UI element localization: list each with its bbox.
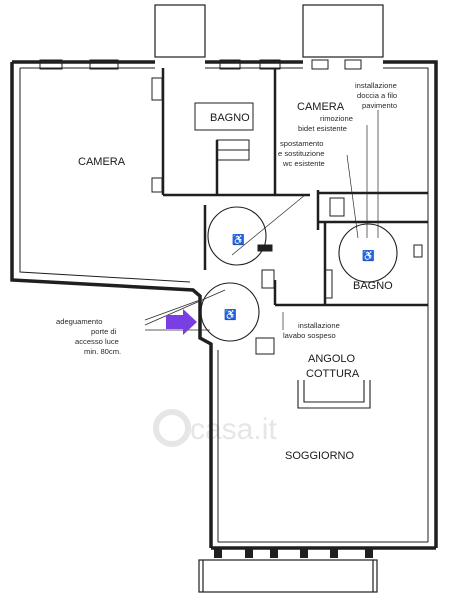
svg-text:installazione: installazione [298, 321, 340, 330]
outer-walls-inner [19, 67, 429, 543]
svg-text:spostamento: spostamento [280, 139, 323, 148]
svg-text:e sostituzione: e sostituzione [278, 149, 324, 158]
svg-text:wc esistente: wc esistente [282, 159, 325, 168]
room-bagno-right: BAGNO [353, 280, 393, 292]
note-wc: spostamento e sostituzione wc esistente [278, 139, 325, 168]
watermark-text: casa.it [190, 413, 277, 446]
bottom-balcony [198, 559, 378, 593]
svg-text:♿: ♿ [224, 308, 236, 321]
wheelchair-turning-icon [207, 206, 267, 266]
room-angolo: ANGOLO [308, 353, 356, 365]
svg-text:pavimento: pavimento [362, 101, 397, 110]
turning-circles: ♿ ♿ ♿ [200, 206, 398, 342]
svg-text:♿: ♿ [232, 233, 244, 246]
bagno-top-fixtures [151, 77, 254, 193]
note-porte: adeguamento porte di accesso luce min. 8… [56, 317, 121, 356]
top-balconies [154, 4, 384, 58]
watermark: casa.it [153, 409, 277, 447]
note-bidet: rimozione bidet esistente [298, 114, 353, 133]
svg-text:accesso luce: accesso luce [75, 337, 119, 346]
room-bagno-top: BAGNO [210, 112, 250, 124]
room-camera-left: CAMERA [78, 156, 126, 168]
kitchen-counter [297, 380, 371, 409]
annotation-leaders [144, 110, 379, 331]
svg-text:installazione: installazione [355, 81, 397, 90]
svg-text:bidet esistente: bidet esistente [298, 124, 347, 133]
bagno-right-fixtures [255, 197, 423, 355]
wheelchair-turning-icon [200, 282, 260, 342]
svg-text:doccia a filo: doccia a filo [357, 91, 397, 100]
note-doccia: installazione doccia a filo pavimento [355, 81, 397, 110]
room-cottura: COTTURA [306, 368, 360, 380]
room-camera-right: CAMERA [297, 101, 345, 113]
svg-text:adeguamento: adeguamento [56, 317, 102, 326]
watermark-logo-icon [153, 409, 191, 447]
room-soggiorno: SOGGIORNO [285, 450, 355, 462]
svg-text:lavabo sospeso: lavabo sospeso [283, 331, 336, 340]
svg-text:min. 80cm.: min. 80cm. [84, 347, 121, 356]
entrance-arrow-icon [166, 309, 197, 335]
svg-text:♿: ♿ [362, 249, 374, 262]
windows-top [39, 59, 362, 70]
note-lavabo: installazione lavabo sospeso [283, 321, 340, 340]
windows-bottom [214, 548, 373, 558]
svg-text:rimozione: rimozione [320, 114, 353, 123]
svg-text:porte di: porte di [91, 327, 117, 336]
wheelchair-turning-icon [338, 223, 398, 283]
